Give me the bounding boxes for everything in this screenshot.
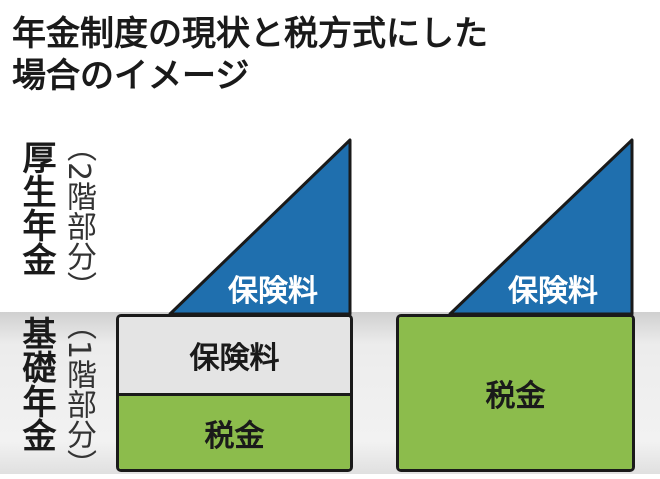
current-tax-segment: 税金: [119, 396, 350, 469]
tax-upper-label: 保険料: [508, 274, 598, 309]
lower-row-tier: （1階部分）: [61, 310, 96, 479]
current-premium-segment: 保険料: [119, 317, 350, 396]
current-basic-box: 保険料 税金: [116, 314, 353, 472]
upper-row-tier: （2階部分）: [61, 132, 96, 302]
current-upper-label: 保険料: [228, 274, 318, 309]
lower-row-name: 基礎年金: [16, 316, 56, 452]
upper-row-name: 厚生年金: [16, 140, 56, 276]
title-line-1: 年金制度の現状と税方式にした: [12, 14, 488, 54]
title-line-2: 場合のイメージ: [12, 56, 250, 96]
tax-segment: 税金: [399, 317, 632, 469]
tax-label: 税金: [485, 379, 546, 414]
tax-basic-box: 税金: [396, 314, 635, 472]
current-premium-label: 保険料: [189, 341, 280, 376]
current-tax-label: 税金: [204, 418, 265, 454]
